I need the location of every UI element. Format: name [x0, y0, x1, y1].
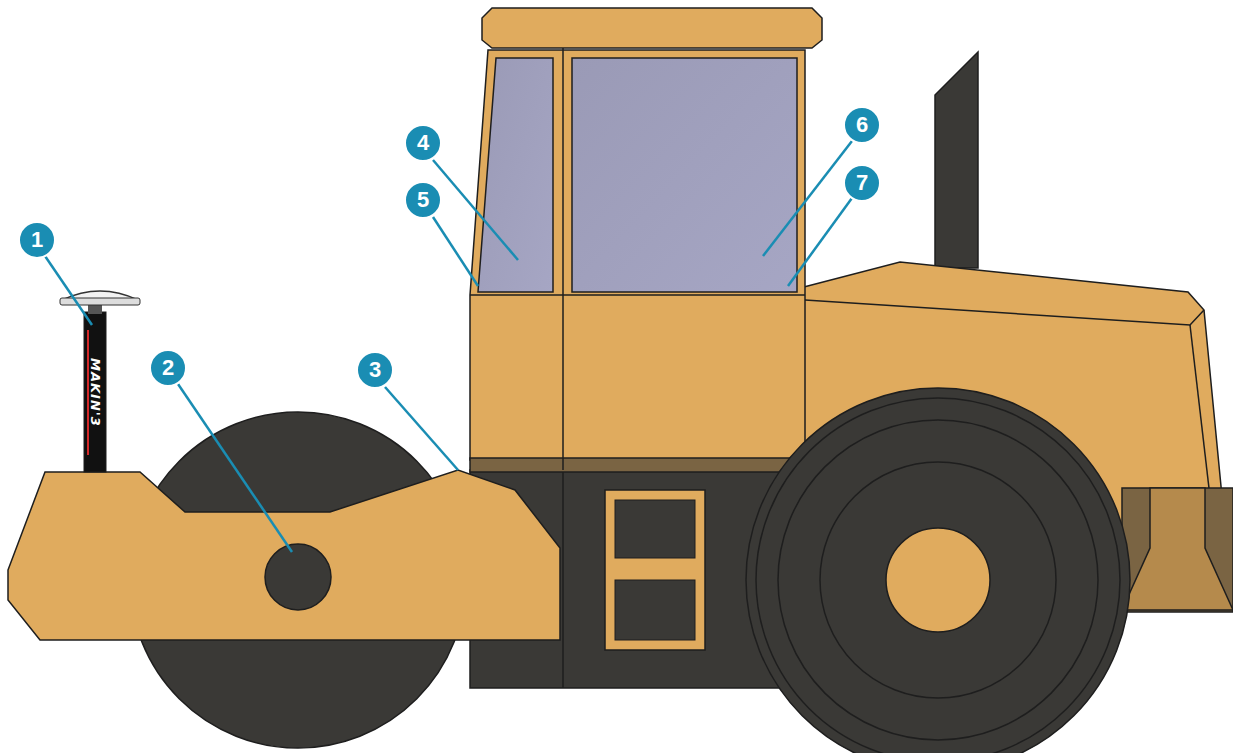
callout-number: 6	[843, 106, 881, 144]
callout-number: 3	[356, 351, 394, 389]
callout-number: 5	[404, 181, 442, 219]
callout-number: 1	[18, 221, 56, 259]
callout-number: 4	[404, 124, 442, 162]
pole-brand-text: MAKIN'3	[88, 358, 103, 427]
callout-number: 7	[843, 164, 881, 202]
callout-number: 2	[149, 349, 187, 387]
